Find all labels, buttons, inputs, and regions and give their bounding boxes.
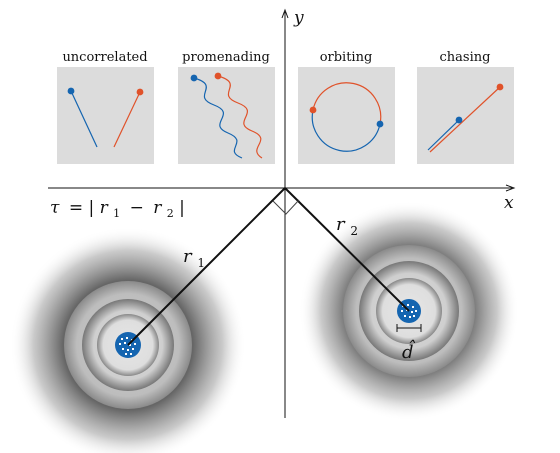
blue-particle [67, 87, 75, 95]
blue-trajectory [311, 109, 381, 152]
blue-trajectory [70, 90, 98, 148]
right-angle-marker [272, 199, 300, 215]
panel-chasing: chasing [417, 50, 514, 164]
r2-vector [284, 187, 410, 312]
orange-particle [136, 88, 144, 96]
y-axis-label: y [293, 8, 304, 28]
x-axis-label: x [504, 193, 514, 213]
orange-particle [496, 83, 504, 91]
coordinate-axes: x y [48, 8, 516, 418]
blue-trajectory [193, 77, 243, 159]
tau-formula: τ = | r 1 − r 2 | [50, 198, 185, 222]
panel-background [57, 67, 154, 164]
r1-vector [127, 187, 286, 346]
orange-particle [214, 72, 222, 80]
panel-background [178, 67, 275, 164]
panel-orbiting: orbiting [298, 50, 395, 164]
orange-trajectory [312, 82, 382, 125]
blue-particle [190, 74, 198, 82]
blue-particle [376, 120, 384, 128]
x-axis-arrow-icon [505, 184, 516, 192]
d-hat-label: d̂ [402, 338, 416, 363]
y-axis-arrow-icon [281, 8, 289, 19]
orange-trajectory [429, 86, 501, 153]
panel-uncorrelated: uncorrelated [57, 50, 154, 164]
orange-particle [309, 106, 317, 114]
blue-particle [455, 116, 463, 124]
panel-title: uncorrelated [62, 50, 147, 65]
orange-trajectory [113, 91, 141, 148]
panel-background [417, 67, 514, 164]
orange-trajectory [217, 75, 263, 159]
r1-label: r 1 [183, 246, 205, 270]
r2-label: r 2 [336, 214, 358, 238]
panel-title: promenading [182, 50, 270, 65]
panel-promenading: promenading [178, 50, 275, 164]
particle-1-group [10, 227, 246, 453]
blue-trajectory [427, 119, 460, 151]
panel-title: chasing [440, 50, 491, 65]
panel-title: orbiting [320, 50, 373, 65]
diameter-marker [396, 324, 422, 332]
